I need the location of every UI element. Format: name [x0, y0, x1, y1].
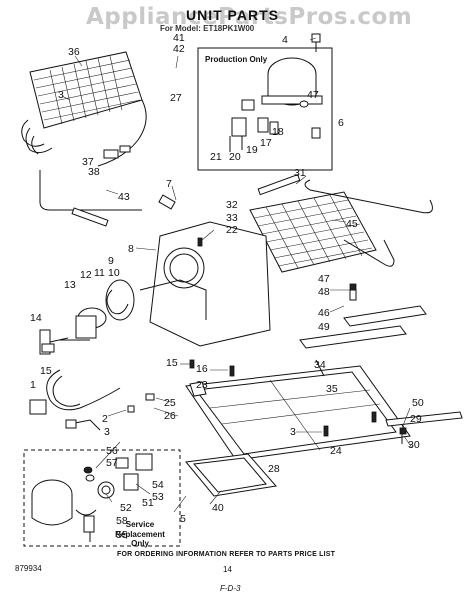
callout-13: 13 — [64, 279, 76, 291]
callout-43: 43 — [118, 191, 130, 203]
callout-17: 17 — [260, 137, 272, 149]
callout-47-top: 47 — [307, 89, 319, 101]
page-number: 14 — [223, 565, 232, 574]
callout-15-left: 15 — [40, 365, 52, 377]
condenser-coil — [21, 51, 147, 211]
ordering-note: FOR ORDERING INFORMATION REFER TO PARTS … — [117, 551, 336, 558]
callout-15: 15 — [166, 357, 178, 369]
callout-21: 21 — [210, 151, 222, 163]
callout-35: 35 — [326, 383, 338, 395]
drain-pan — [185, 453, 277, 497]
callout-45: 45 — [346, 218, 358, 230]
callout-3-frame: 3 — [290, 426, 296, 438]
callout-18: 18 — [272, 126, 284, 138]
callout-38: 38 — [88, 166, 100, 178]
callout-26: 26 — [164, 410, 176, 422]
base-frame — [185, 365, 411, 461]
callout-34: 34 — [314, 359, 326, 371]
callout-3-mid: 3 — [104, 426, 110, 438]
fan-motor — [60, 307, 107, 341]
callout-31: 31 — [294, 167, 306, 179]
callout-30: 30 — [408, 439, 420, 451]
callout-19: 19 — [246, 144, 258, 156]
callout-16: 16 — [196, 363, 208, 375]
callout-4: 4 — [282, 34, 288, 46]
callout-56: 56 — [106, 445, 118, 457]
callout-54: 54 — [152, 479, 164, 491]
diagram-title: UNIT PARTS — [186, 7, 279, 23]
callout-25: 25 — [164, 397, 176, 409]
callout-11: 11 — [94, 267, 105, 279]
callout-23: 23 — [196, 379, 208, 391]
callout-40: 40 — [212, 502, 224, 514]
callout-9: 9 — [108, 255, 114, 267]
condenser-clip — [103, 149, 119, 159]
callout-37: 37 — [82, 156, 94, 168]
callout-57: 57 — [106, 457, 118, 469]
callout-42: 42 — [173, 43, 185, 55]
callout-5: 5 — [180, 513, 186, 525]
callout-3-top: 3 — [58, 89, 64, 101]
callout-24: 24 — [330, 445, 342, 457]
callout-12: 12 — [80, 269, 92, 281]
callout-28: 28 — [268, 463, 280, 475]
callout-29: 29 — [410, 413, 422, 425]
service-compressor — [31, 479, 97, 542]
callout-41: 41 — [173, 32, 185, 44]
callout-52: 52 — [120, 502, 132, 514]
callout-10: 10 — [108, 267, 120, 279]
callout-46: 46 — [318, 307, 330, 319]
callout-1: 1 — [30, 379, 36, 391]
callout-7: 7 — [166, 178, 172, 190]
callout-53: 53 — [152, 491, 164, 503]
callout-20: 20 — [229, 151, 241, 163]
callout-22: 22 — [226, 224, 238, 236]
power-plug — [29, 399, 47, 415]
production-only-label: Production Only — [205, 55, 268, 64]
sheet-code: F-D-3 — [220, 584, 241, 593]
callout-50: 50 — [412, 397, 424, 409]
callout-33: 33 — [226, 212, 238, 224]
callout-36: 36 — [68, 46, 80, 58]
production-compressor — [229, 57, 323, 152]
document-number: 879934 — [15, 564, 42, 573]
watermark: AppliancePartsPros.com — [86, 4, 413, 30]
fan-blade — [105, 279, 135, 321]
callout-58: 58 — [116, 515, 128, 527]
callout-48: 48 — [318, 286, 330, 298]
callout-27: 27 — [170, 92, 182, 104]
service-replacement-box — [23, 449, 181, 547]
callout-55: 55 — [116, 529, 128, 541]
fan-shroud — [139, 221, 271, 347]
callout-14: 14 — [30, 312, 42, 324]
callout-51: 51 — [142, 497, 154, 509]
production-only-box — [197, 47, 333, 171]
callout-8: 8 — [128, 243, 134, 255]
callout-49: 49 — [318, 321, 330, 333]
callout-6: 6 — [338, 117, 344, 129]
model-number: For Model: ET18PK1W00 — [160, 24, 255, 33]
service-replacement-label: Service Replacement Only — [115, 520, 165, 549]
callout-32: 32 — [226, 199, 238, 211]
evaporator-coil — [249, 191, 377, 273]
callout-2: 2 — [102, 413, 108, 425]
callout-47: 47 — [318, 273, 330, 285]
